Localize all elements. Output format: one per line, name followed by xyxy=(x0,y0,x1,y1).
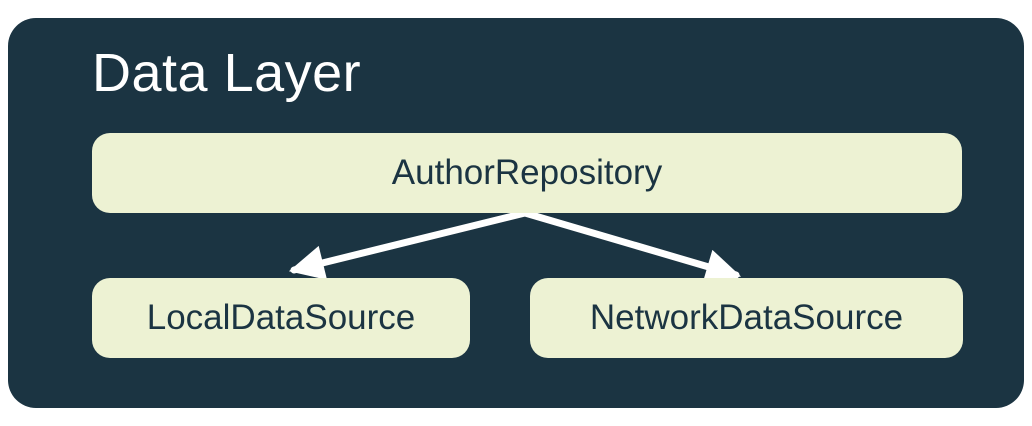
node-local-data-source-label: LocalDataSource xyxy=(146,298,416,337)
node-author-repository: AuthorRepository xyxy=(92,133,962,213)
arrow-author-to-local xyxy=(288,209,529,280)
node-local-data-source: LocalDataSource xyxy=(92,278,470,358)
arrow-author-to-network xyxy=(521,209,742,284)
node-network-data-source: NetworkDataSource xyxy=(530,278,963,358)
diagram-title: Data Layer xyxy=(92,43,362,103)
node-author-repository-label: AuthorRepository xyxy=(391,153,663,192)
data-layer-container: Data Layer AuthorRepository LocalDataSou… xyxy=(8,18,1024,408)
node-network-data-source-label: NetworkDataSource xyxy=(589,298,904,337)
